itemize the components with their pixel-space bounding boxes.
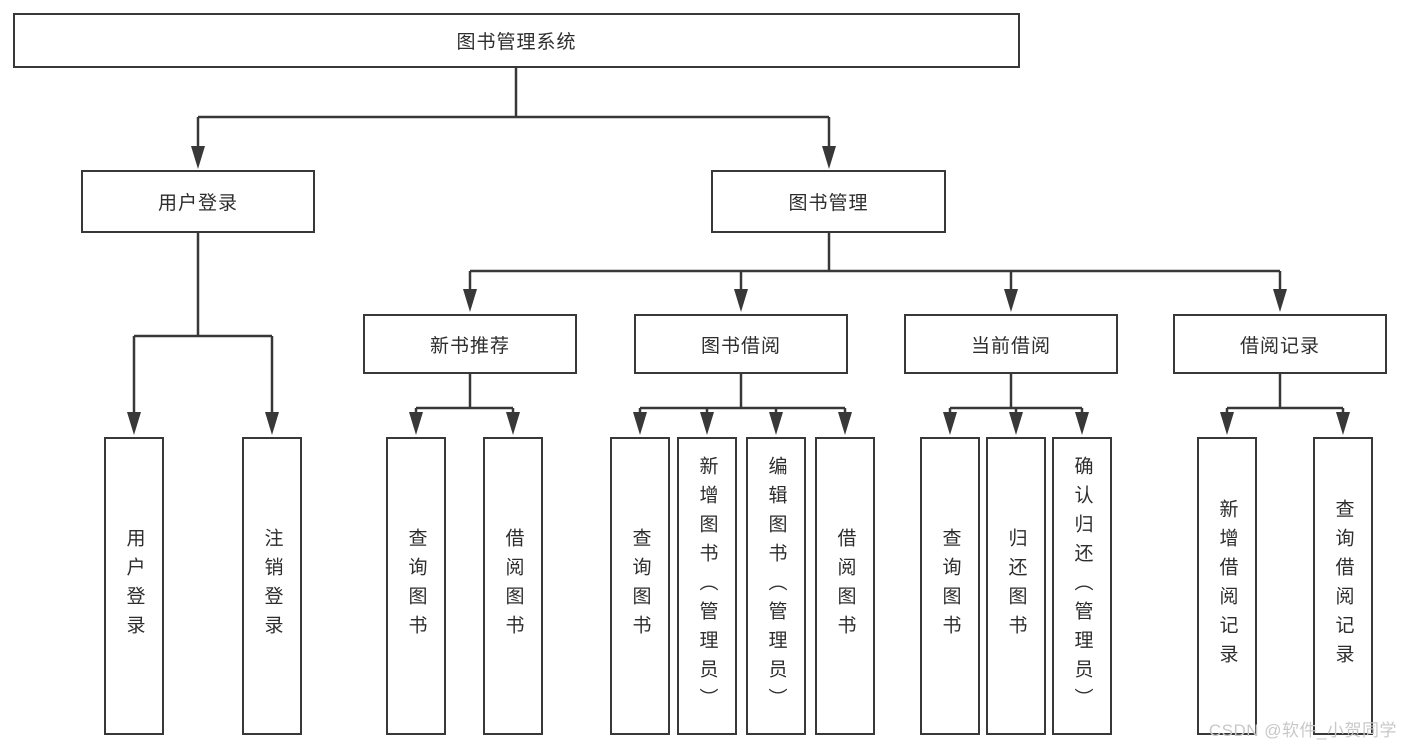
- connector-user-login-children: [127, 233, 279, 435]
- node-borrow-records-label: 借阅记录: [1239, 335, 1320, 357]
- leaf-current-return: 归还图书: [986, 437, 1046, 735]
- leaf-current-confirm-admin: 确认归还（管理员）: [1052, 437, 1112, 735]
- watermark: CSDN @软件_小贺同学: [1208, 721, 1397, 740]
- node-book-mgmt-branch-label: 图书管理: [788, 193, 869, 214]
- leaf-newbook-query: 查询图书: [386, 437, 446, 735]
- leaf-borrow-query: 查询图书: [610, 437, 670, 735]
- leaf-logout-label: 注销登录: [261, 528, 283, 644]
- node-current-borrow-label: 当前借阅: [970, 335, 1051, 357]
- node-user-login-branch: 用户登录: [81, 170, 315, 233]
- leaf-records-add: 新增借阅记录: [1197, 437, 1257, 735]
- connector-new-book-children: [409, 374, 520, 435]
- leaf-borrow-edit-admin-label: 编辑图书（管理员）: [765, 455, 787, 717]
- node-book-mgmt-branch: 图书管理: [711, 170, 946, 233]
- connector-records-children: [1220, 374, 1350, 435]
- node-root-label: 图书管理系统: [456, 32, 577, 53]
- leaf-newbook-borrow-label: 借阅图书: [502, 528, 524, 644]
- leaf-borrow-borrow-label: 借阅图书: [834, 528, 856, 644]
- leaf-user-login-label: 用户登录: [123, 528, 145, 644]
- connector-root-to-level2: [191, 68, 836, 169]
- leaf-borrow-borrow: 借阅图书: [815, 437, 875, 735]
- node-borrow-records: 借阅记录: [1173, 314, 1387, 374]
- leaf-newbook-borrow: 借阅图书: [483, 437, 543, 735]
- leaf-current-query-label: 查询图书: [939, 528, 961, 644]
- leaf-logout: 注销登录: [242, 437, 302, 735]
- leaf-borrow-query-label: 查询图书: [629, 528, 651, 644]
- leaf-newbook-query-label: 查询图书: [405, 528, 427, 644]
- connector-borrow-children: [633, 374, 852, 435]
- node-book-borrow: 图书借阅: [634, 314, 848, 374]
- connector-book-mgmt-to-level3: [463, 233, 1287, 312]
- leaf-records-add-label: 新增借阅记录: [1216, 499, 1238, 673]
- node-user-login-branch-label: 用户登录: [157, 193, 238, 214]
- node-book-borrow-label: 图书借阅: [700, 335, 781, 357]
- leaf-user-login: 用户登录: [104, 437, 164, 735]
- node-new-book-recommend: 新书推荐: [363, 314, 577, 374]
- node-current-borrow: 当前借阅: [904, 314, 1118, 374]
- connector-current-children: [943, 374, 1089, 435]
- leaf-current-return-label: 归还图书: [1005, 528, 1027, 644]
- leaf-borrow-add-admin: 新增图书（管理员）: [677, 437, 737, 735]
- leaf-records-query-label: 查询借阅记录: [1332, 499, 1354, 673]
- leaf-borrow-edit-admin: 编辑图书（管理员）: [746, 437, 806, 735]
- leaf-records-query: 查询借阅记录: [1313, 437, 1373, 735]
- leaf-current-confirm-admin-label: 确认归还（管理员）: [1071, 455, 1093, 717]
- leaf-current-query: 查询图书: [920, 437, 980, 735]
- node-new-book-recommend-label: 新书推荐: [429, 335, 510, 357]
- leaf-borrow-add-admin-label: 新增图书（管理员）: [696, 455, 718, 717]
- node-root: 图书管理系统: [13, 13, 1020, 68]
